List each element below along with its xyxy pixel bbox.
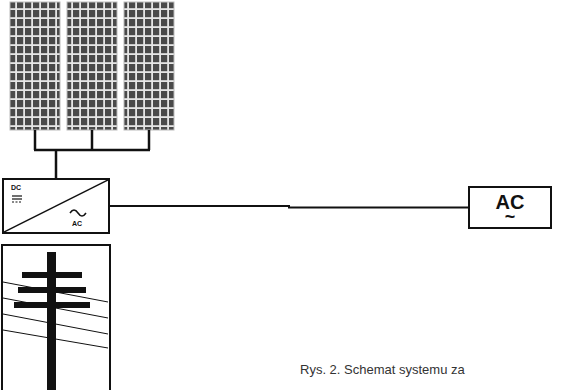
figure-caption: Rys. 2. Schemat systemu za: [300, 362, 465, 377]
solar-panels: [10, 2, 174, 130]
sine-symbol: ~: [505, 212, 516, 223]
ac-cable: [110, 206, 468, 208]
ac-label: AC: [496, 192, 525, 212]
inverter-box: DC AC: [2, 178, 110, 234]
grid-pole-symbol: [2, 245, 110, 390]
inverter-label: AC: [72, 220, 82, 227]
inverter-label: DC: [11, 184, 21, 191]
panel-wiring: [34, 130, 150, 178]
ac-load-box: AC~: [468, 186, 552, 229]
